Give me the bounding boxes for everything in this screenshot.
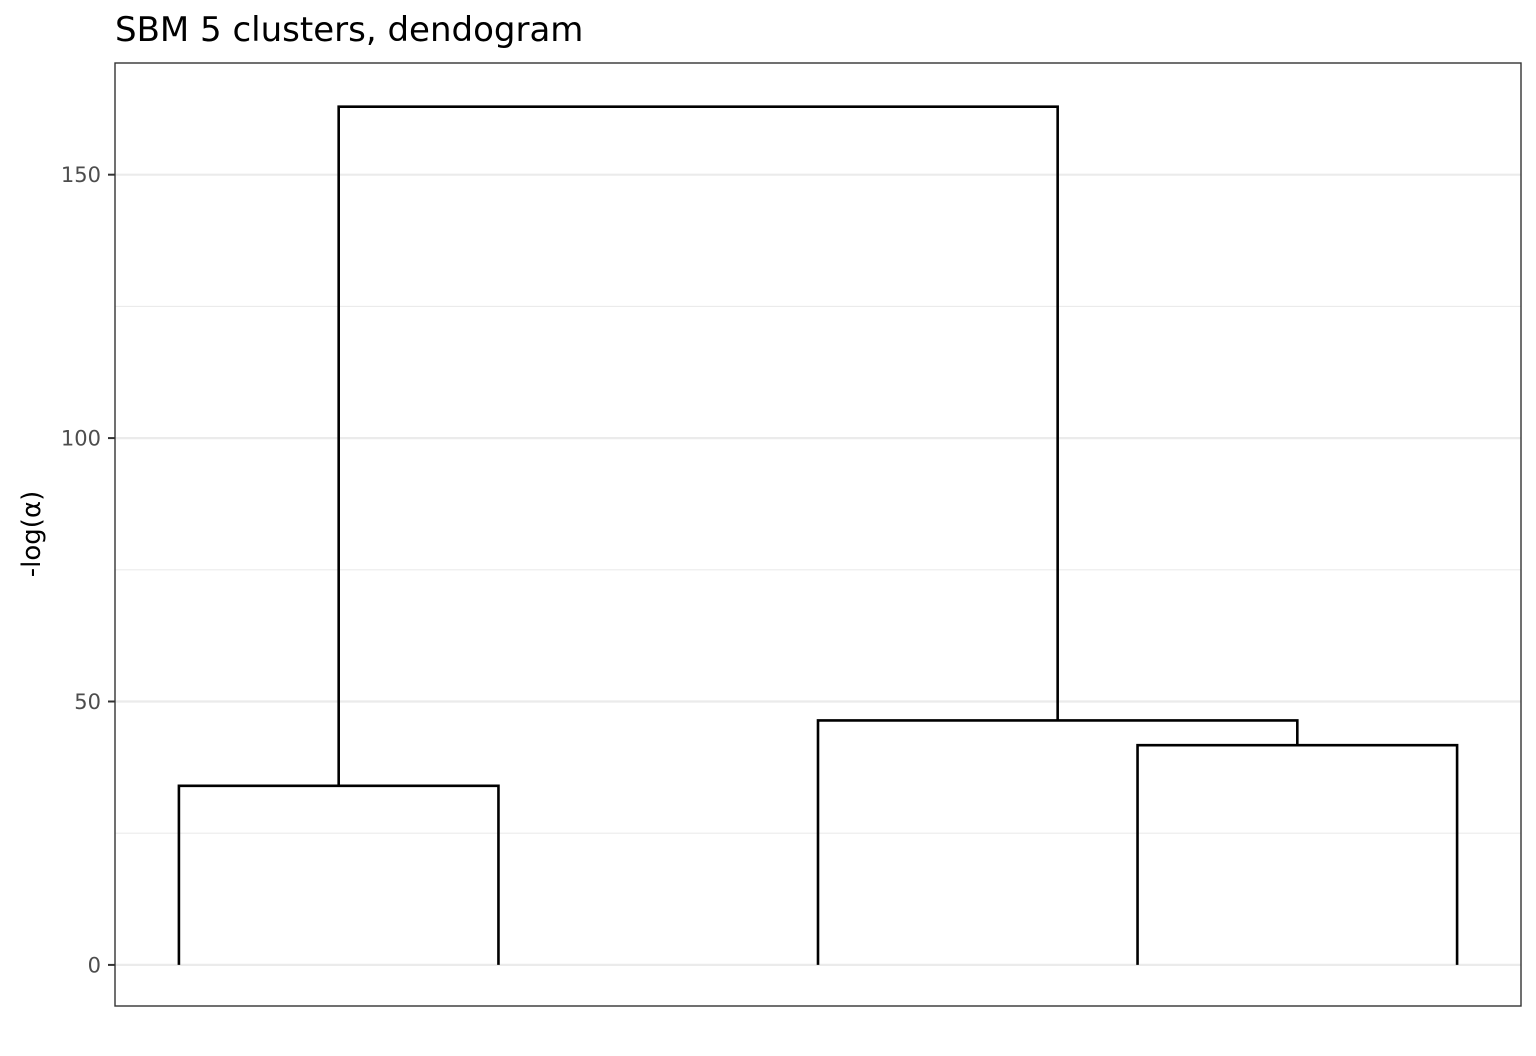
y-axis: 0 50 100 150 <box>61 163 115 977</box>
grid-lines <box>115 173 1521 967</box>
dendrogram-branch <box>816 719 1299 965</box>
y-tick-label: 50 <box>74 690 101 714</box>
plot-panel <box>114 62 1522 1007</box>
dendrogram-branches <box>177 105 1459 965</box>
y-tick-label: 100 <box>61 427 101 451</box>
panel-border <box>114 62 1522 1007</box>
y-tick-label: 0 <box>88 953 101 977</box>
dendrogram-branch <box>177 784 500 965</box>
y-tick-label: 150 <box>61 163 101 187</box>
chart-title: SBM 5 clusters, dendogram <box>115 10 583 50</box>
dendrogram-branch <box>337 105 1059 786</box>
dendrogram-branch <box>1136 743 1459 965</box>
y-axis-title: -log(α) <box>17 491 47 577</box>
